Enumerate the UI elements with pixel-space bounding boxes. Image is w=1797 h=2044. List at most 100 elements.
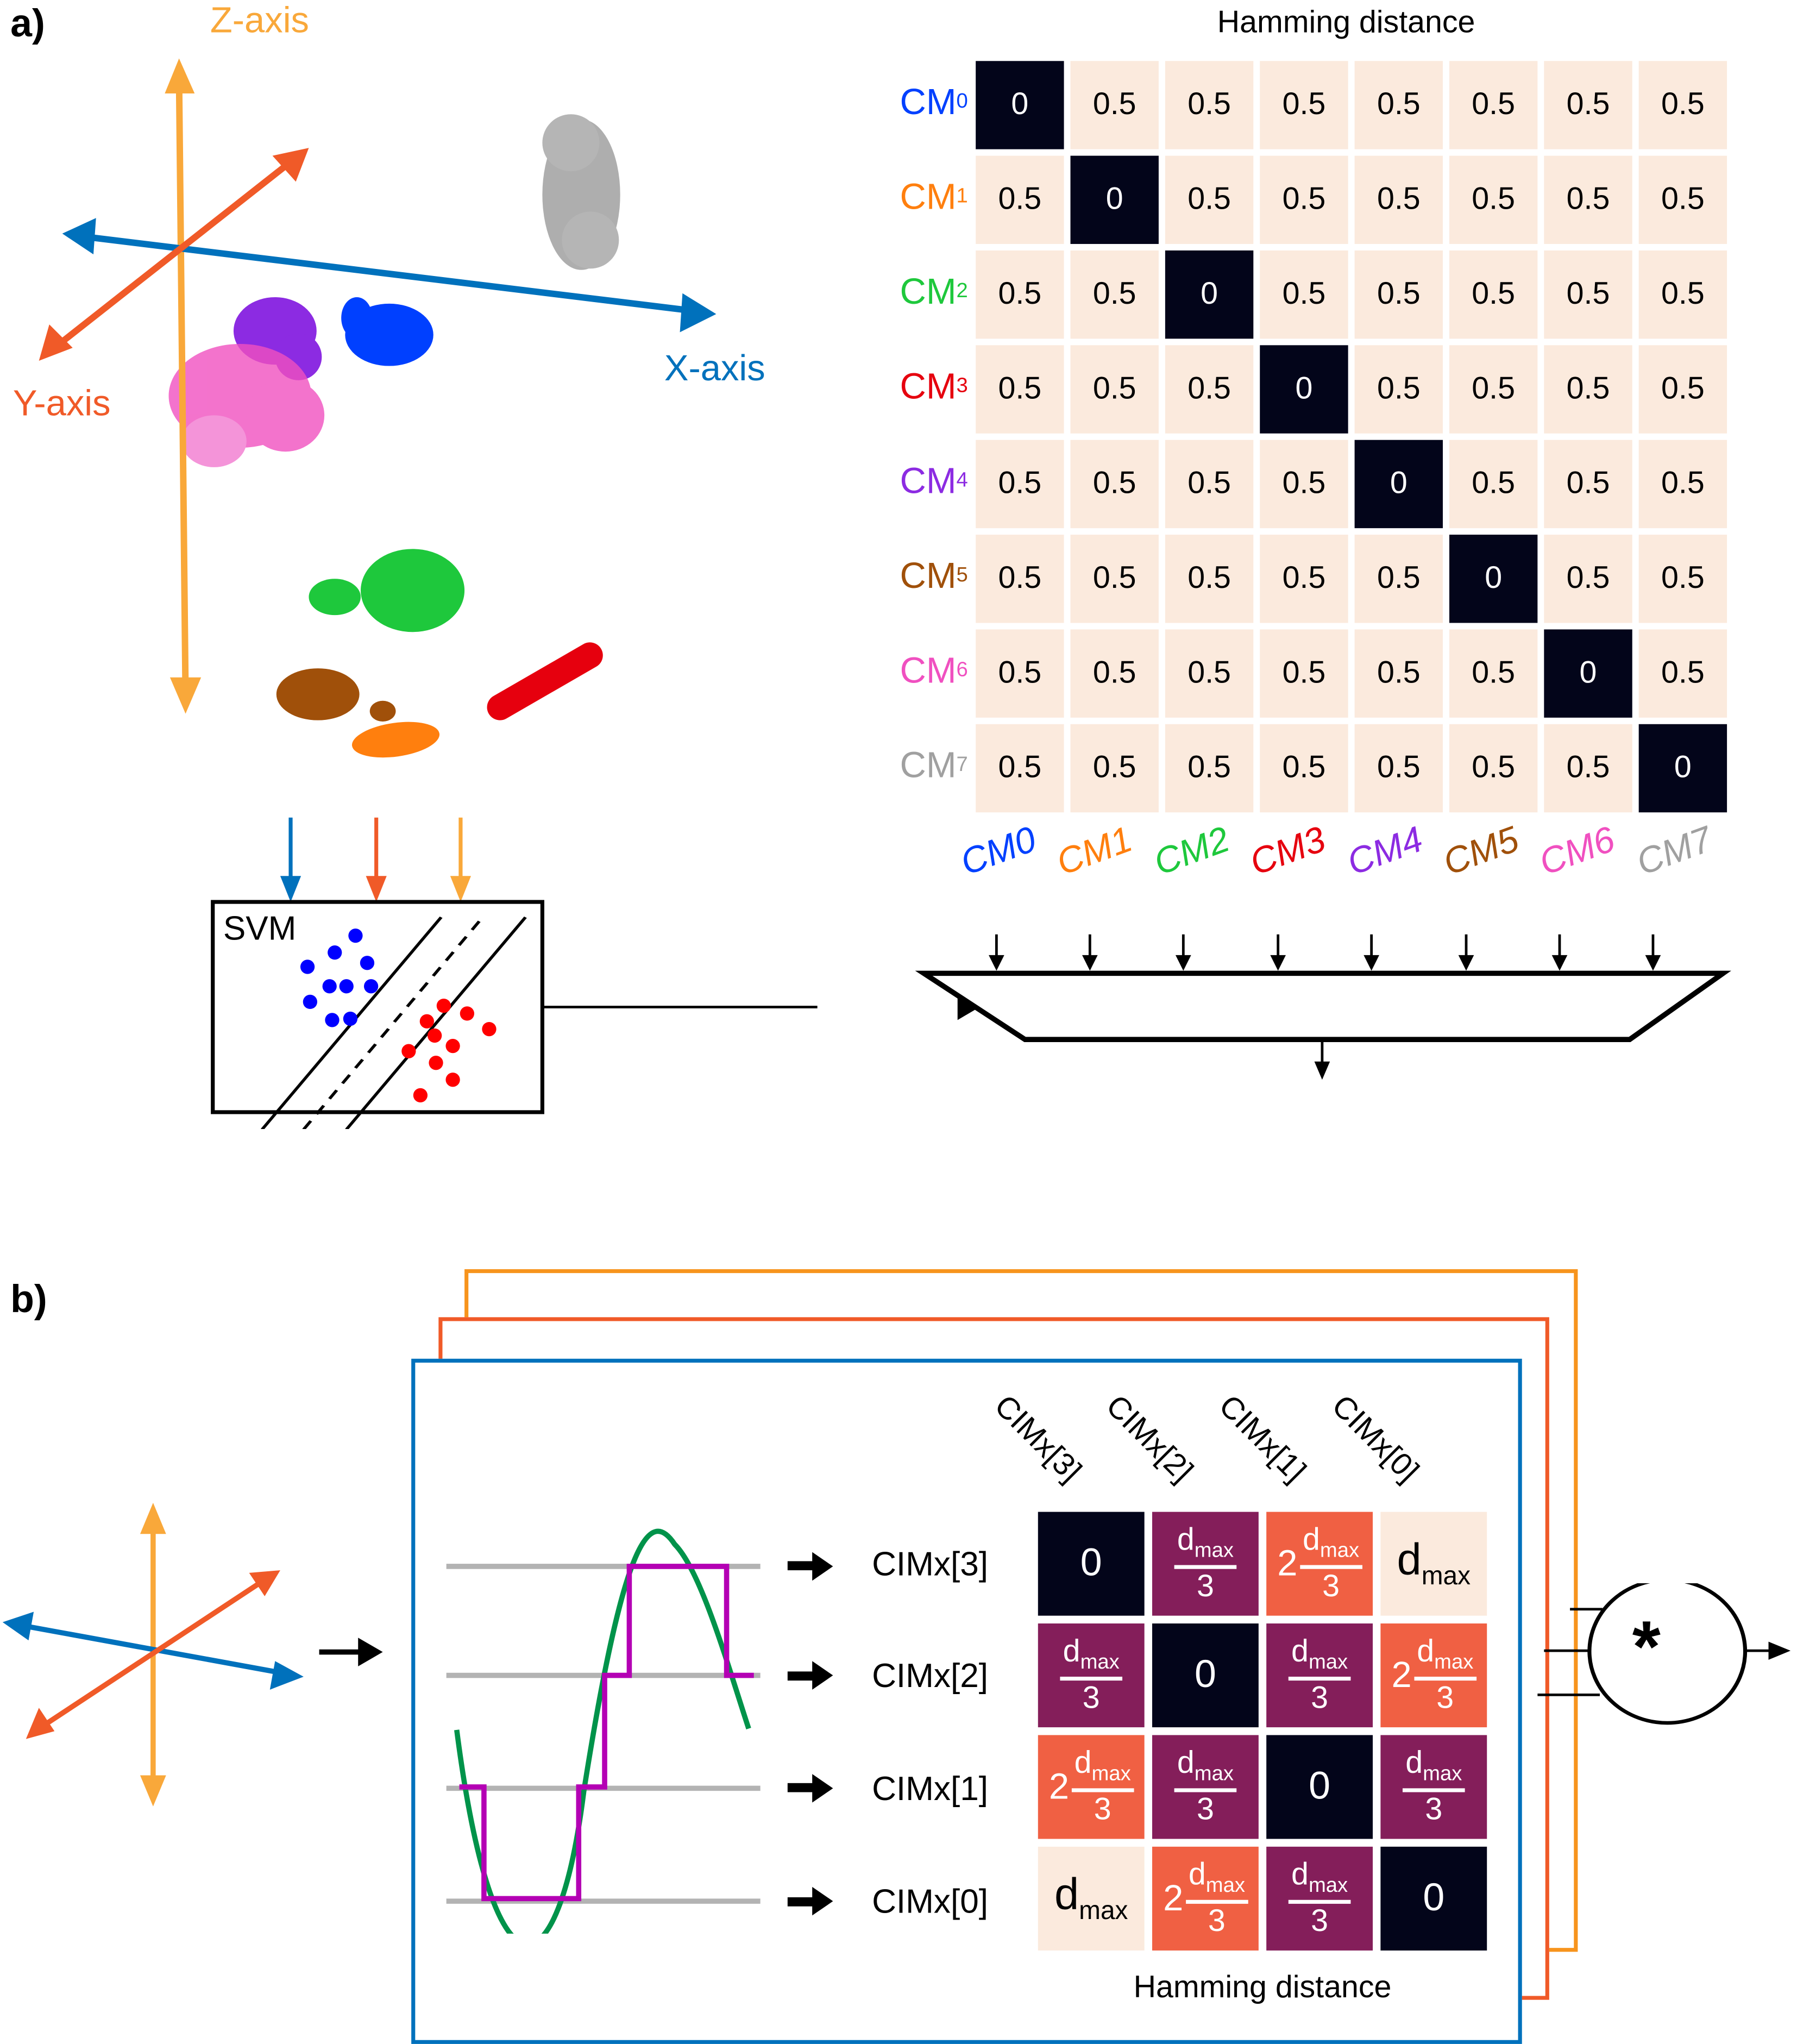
input-axes-icon: [2, 1502, 383, 1807]
heatmap-cell: 0.5: [1070, 250, 1159, 339]
cluster-cm2-green: [309, 549, 465, 632]
cluster-cm3-red: [487, 642, 603, 720]
heatmap-title: Hamming distance: [1217, 5, 1475, 41]
heatmap-cell: 0.5: [1449, 440, 1538, 529]
heatmap-cell: 0.5: [976, 629, 1064, 718]
heatmap-cell: 0.5: [1354, 250, 1443, 339]
heatmap-cell: 0.5: [1260, 61, 1348, 149]
heatmap-cell: 0.5: [1544, 724, 1632, 813]
mux-label-cm3: CM3: [1245, 818, 1331, 883]
mux-select-arrowhead: [957, 994, 980, 1020]
heatmap-cell: 0.5: [1260, 440, 1348, 529]
heatmap-cell: 0: [1638, 724, 1727, 813]
heatmap-cell: 0.5: [1260, 629, 1348, 718]
level-label-3: CIMx[3]: [872, 1544, 989, 1583]
analog-waveform: [454, 1528, 751, 1934]
operator-symbol: *: [1632, 1605, 1661, 1688]
mux-label-cm5: CM5: [1438, 818, 1524, 883]
heatmap-cell: 0.5: [1449, 61, 1538, 149]
svm-class-b-points: [401, 998, 497, 1103]
mux-label-cm2: CM2: [1148, 818, 1235, 883]
tsne-scatter-plot: [39, 58, 717, 758]
cluster-cm6-pink: [168, 343, 325, 467]
mux-input-labels: CM0 CM1 CM2 CM3 CM4 CM5 CM6 CM7: [956, 819, 1717, 883]
heatmap-cell: 0.5: [1070, 61, 1159, 149]
cluster-cm1-orange: [351, 722, 440, 758]
level-output-arrows: [787, 1552, 833, 1916]
heatmap-cell: 0: [1544, 629, 1632, 718]
mux-label-cm1: CM1: [1052, 818, 1138, 883]
svm-diagram: [211, 817, 818, 1129]
heatmap-cell: 0: [1354, 440, 1443, 529]
mux-label-cm7: CM7: [1631, 818, 1717, 883]
heatmap-cell: 0.5: [1165, 629, 1254, 718]
svm-input-arrows: [280, 817, 472, 902]
cim-cell: dmax: [1038, 1846, 1145, 1951]
cluster-cm7-gray: [542, 114, 620, 270]
heatmap-cell: 0.5: [1449, 155, 1538, 244]
mux-label-cm0: CM0: [955, 818, 1041, 883]
heatmap-cell: 0.5: [1165, 535, 1254, 623]
heatmap-cell: 0.5: [976, 724, 1064, 813]
heatmap-cell: 0.5: [976, 440, 1064, 529]
mux-label-cm4: CM4: [1341, 818, 1428, 883]
heatmap-cell: 0.5: [1638, 629, 1727, 718]
cim-cell: 0: [1152, 1623, 1259, 1728]
heatmap-cell: 0.5: [1449, 629, 1538, 718]
heatmap-cell: 0.5: [1354, 535, 1443, 623]
mux-label-cm6: CM6: [1534, 818, 1621, 883]
heatmap-cell: 0: [1449, 535, 1538, 623]
heatmap-cell: 0.5: [1070, 440, 1159, 529]
heatmap-cell: 0.5: [1638, 61, 1727, 149]
heatmap-cell: 0: [1165, 250, 1254, 339]
heatmap-cell: 0.5: [1638, 155, 1727, 244]
svm-box: [211, 900, 544, 1114]
heatmap-cell: 0.5: [1260, 535, 1348, 623]
heatmap-cell: 0.5: [1165, 724, 1254, 813]
panel-a-label: a): [10, 2, 45, 46]
heatmap-cell: 0.5: [1544, 535, 1632, 623]
heatmap-cell: 0.5: [1354, 724, 1443, 813]
quantized-waveform: [459, 1564, 754, 1902]
heatmap-cell: 0.5: [1544, 250, 1632, 339]
heatmap-cell: 0.5: [1638, 345, 1727, 434]
heatmap-cell: 0.5: [1449, 724, 1538, 813]
heatmap-cell: 0: [1070, 155, 1159, 244]
heatmap-cell: 0.5: [1354, 155, 1443, 244]
heatmap-cell: 0.5: [1544, 155, 1632, 244]
level-label-2: CIMx[2]: [872, 1656, 989, 1695]
heatmap-cell: 0.5: [1165, 440, 1254, 529]
heatmap-cell: 0.5: [1638, 535, 1727, 623]
z-axis-arrow: [165, 58, 202, 714]
heatmap-cell: 0.5: [1638, 250, 1727, 339]
heatmap-cell: 0.5: [1354, 629, 1443, 718]
cluster-cm5-brown: [276, 668, 396, 722]
cim-cell: 0: [1266, 1735, 1373, 1839]
svm-label: SVM: [223, 908, 297, 948]
heatmap-cell: 0.5: [1544, 345, 1632, 434]
heatmap-cell: 0.5: [976, 250, 1064, 339]
heatmap-cell: 0.5: [1165, 61, 1254, 149]
panel-b-label: b): [10, 1278, 47, 1321]
mux-output-arrow: [1314, 1061, 1330, 1080]
quantization-plot: [446, 1528, 833, 1934]
heatmap-cell: 0.5: [1070, 535, 1159, 623]
combine-operator: [1537, 1583, 1791, 1725]
svm-class-a-points: [300, 928, 379, 1027]
x-axis-label: X-axis: [664, 348, 765, 388]
